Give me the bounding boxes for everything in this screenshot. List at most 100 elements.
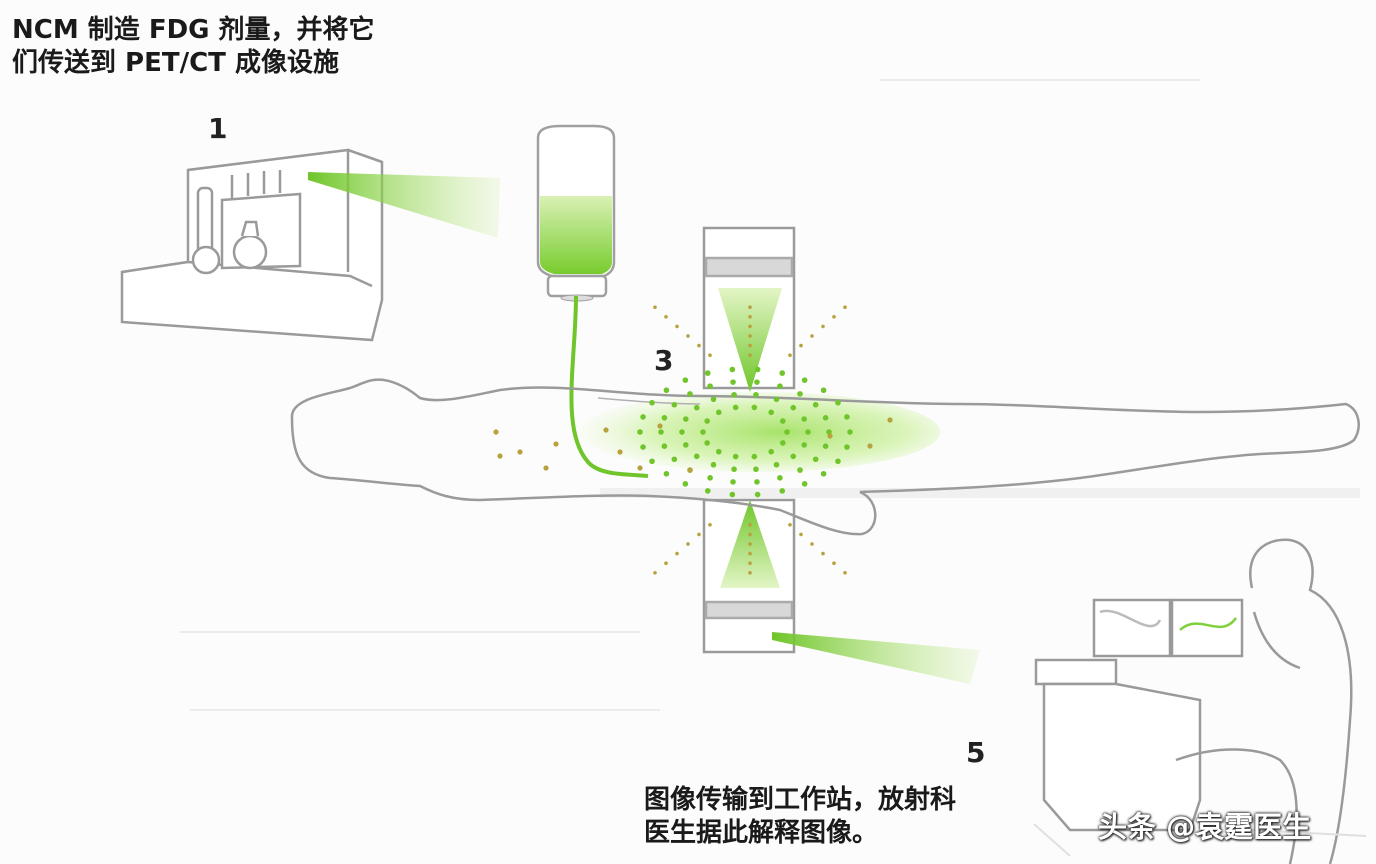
emission-dot bbox=[617, 449, 623, 455]
emission-dot bbox=[748, 523, 752, 527]
caption-ncm-fdg: NCM 制造 FDG 剂量，并将它 们传送到 PET/CT 成像设施 bbox=[12, 14, 442, 79]
step-number-1: 1 bbox=[208, 112, 228, 145]
emission-dot bbox=[812, 456, 819, 463]
emission-dot bbox=[748, 551, 752, 556]
radiologist-figure bbox=[1175, 538, 1353, 864]
emission-dot bbox=[675, 551, 679, 556]
emission-dot bbox=[661, 443, 668, 449]
emission-dot bbox=[493, 429, 499, 435]
emission-dot bbox=[671, 456, 678, 463]
emission-dot bbox=[821, 324, 825, 329]
emission-dot bbox=[748, 343, 752, 348]
emission-dot bbox=[693, 453, 700, 460]
emission-dot bbox=[820, 470, 827, 477]
emission-dot bbox=[697, 343, 701, 348]
emission-dot bbox=[773, 461, 780, 468]
emission-dot bbox=[671, 401, 678, 408]
emission-dot bbox=[663, 387, 670, 394]
emission-dot bbox=[700, 429, 706, 435]
emission-dot bbox=[664, 561, 668, 565]
fdg-vial bbox=[536, 124, 616, 302]
emission-dot bbox=[801, 442, 808, 448]
emission-dot bbox=[553, 441, 559, 447]
emission-dot bbox=[497, 453, 503, 459]
emission-dot bbox=[797, 467, 803, 473]
emission-dot bbox=[810, 542, 814, 546]
emission-dot bbox=[686, 542, 690, 546]
emission-dot bbox=[661, 415, 668, 421]
beam-scanner-to-workstation bbox=[772, 632, 980, 684]
step-number-5: 5 bbox=[966, 736, 986, 769]
emission-dot bbox=[748, 334, 752, 338]
bottom-faint-watermark-marks bbox=[1033, 823, 1367, 857]
emission-dot bbox=[663, 470, 670, 477]
emission-dot bbox=[799, 532, 803, 537]
emission-dot bbox=[887, 417, 893, 423]
emission-dot bbox=[686, 334, 690, 338]
emission-dot bbox=[777, 475, 783, 481]
scanner-table bbox=[600, 488, 1360, 498]
emission-dot bbox=[649, 458, 655, 465]
emission-dot bbox=[637, 429, 643, 435]
emission-dot bbox=[682, 481, 689, 487]
emission-dot bbox=[748, 305, 752, 310]
emission-dot bbox=[704, 418, 710, 424]
emission-dot bbox=[788, 353, 792, 358]
emission-dot bbox=[812, 401, 819, 408]
emission-dot bbox=[751, 404, 758, 411]
emission-dot bbox=[657, 423, 663, 429]
emission-dot bbox=[805, 429, 811, 435]
emission-dot bbox=[753, 466, 759, 473]
emission-dot bbox=[748, 561, 752, 565]
emission-dot bbox=[799, 343, 803, 348]
emission-dot bbox=[649, 399, 655, 406]
emission-dot bbox=[797, 391, 803, 397]
emission-dot bbox=[730, 479, 736, 485]
upper-detector-cone bbox=[718, 288, 782, 392]
emission-dot bbox=[748, 353, 752, 358]
emission-dot bbox=[707, 475, 713, 481]
emission-dot bbox=[637, 465, 643, 471]
emission-dot bbox=[754, 479, 760, 485]
emission-dot bbox=[710, 461, 717, 468]
emission-dot bbox=[801, 416, 808, 422]
emission-dot bbox=[732, 453, 739, 460]
emission-dot bbox=[754, 491, 761, 498]
emission-dot bbox=[707, 383, 713, 389]
emission-dot bbox=[754, 366, 761, 373]
emission-dot bbox=[653, 571, 657, 575]
emission-dot bbox=[843, 305, 847, 310]
emission-dot bbox=[751, 453, 758, 460]
emission-dot bbox=[844, 414, 850, 420]
emission-dot bbox=[788, 523, 792, 527]
emission-dot bbox=[820, 387, 827, 394]
emission-dot bbox=[730, 379, 736, 385]
caption-top-line1: NCM 制造 FDG 剂量，并将它 bbox=[12, 15, 375, 45]
emission-dot bbox=[748, 315, 752, 319]
emission-dot bbox=[843, 571, 847, 575]
synthesis-module bbox=[120, 148, 384, 342]
injection-tube bbox=[569, 295, 649, 478]
emission-dot bbox=[822, 443, 829, 449]
emission-dot bbox=[801, 377, 808, 383]
emission-dots bbox=[493, 305, 893, 575]
emission-dot bbox=[753, 391, 759, 398]
emission-dot bbox=[693, 404, 700, 411]
caption-bottom-line2: 医生据此解释图像。 bbox=[644, 817, 879, 848]
emission-dot bbox=[708, 353, 712, 358]
emission-dot bbox=[517, 449, 523, 455]
emission-dot bbox=[716, 409, 722, 416]
emission-dot bbox=[835, 458, 841, 465]
emission-dot bbox=[822, 415, 829, 421]
emission-dot bbox=[704, 440, 710, 446]
emission-dot bbox=[847, 429, 853, 435]
emission-dot bbox=[780, 440, 786, 446]
emission-dot bbox=[679, 429, 685, 435]
emission-dot bbox=[729, 366, 736, 373]
scanner-gantry bbox=[702, 226, 796, 654]
background-lines bbox=[180, 79, 1200, 711]
emission-dot bbox=[780, 418, 786, 424]
workstation bbox=[1034, 598, 1244, 832]
emission-dot bbox=[790, 404, 797, 411]
